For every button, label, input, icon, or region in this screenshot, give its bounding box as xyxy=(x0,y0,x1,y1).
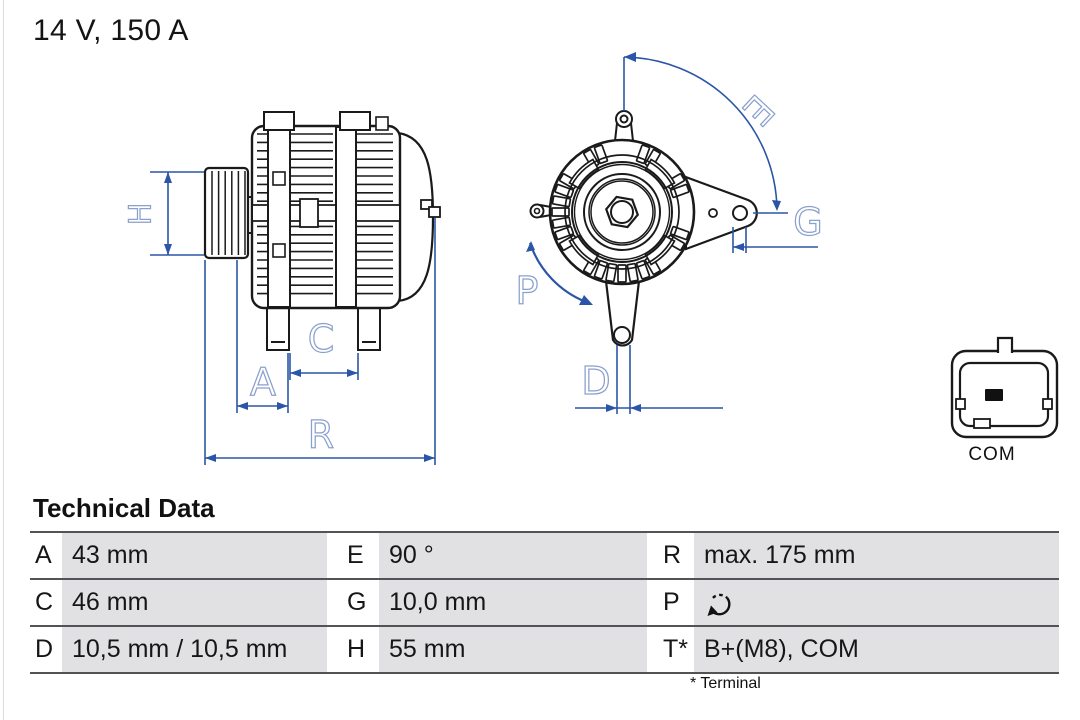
dim-value: 43 mm xyxy=(62,533,327,578)
technical-data-table: A 43 mm E 90 ° R max. 175 mm C 46 mm G 1… xyxy=(30,531,1059,674)
dim-value: 10,5 mm / 10,5 mm xyxy=(62,627,327,672)
b-plus-terminal xyxy=(420,199,433,210)
dim-value: max. 175 mm xyxy=(694,533,1059,578)
dim-key: H xyxy=(327,627,379,672)
technical-drawing: H A C R xyxy=(123,52,1059,465)
rotation-direction-icon xyxy=(707,593,731,616)
shaft-nut-hex xyxy=(604,195,640,229)
pulley-ribs xyxy=(211,171,246,255)
dim-value: B+(M8), COM xyxy=(694,627,1059,672)
dim-label-g: G xyxy=(793,200,822,244)
connector-drawing xyxy=(950,336,1059,439)
dim-key: R xyxy=(647,533,694,578)
dim-key: D xyxy=(30,627,62,672)
dim-value: 46 mm xyxy=(62,580,327,625)
dim-label-p: P xyxy=(516,269,539,313)
front-view-dimensions xyxy=(528,56,818,414)
terminal-footnote: * Terminal xyxy=(690,675,761,692)
dim-label-r: R xyxy=(308,413,334,457)
dim-label-a: A xyxy=(250,360,276,404)
connector-label: COM xyxy=(968,444,1015,465)
dim-label-d: D xyxy=(581,359,610,403)
rotation-direction-cell xyxy=(694,580,1059,625)
side-view-dimension-arrows xyxy=(164,172,435,462)
front-view-dimension-arrows xyxy=(526,52,781,412)
table-row: A 43 mm E 90 ° R max. 175 mm xyxy=(30,531,1059,578)
dim-label-c: C xyxy=(308,317,335,361)
side-view-drawing xyxy=(203,111,441,351)
dim-key: G xyxy=(327,580,379,625)
product-rating-title: 14 V, 150 A xyxy=(33,14,189,47)
connector-pin xyxy=(985,389,1003,401)
dim-key: E xyxy=(327,533,379,578)
dim-key: P xyxy=(647,580,694,625)
dim-label-e: E xyxy=(734,86,783,134)
table-row: C 46 mm G 10,0 mm P xyxy=(30,578,1059,625)
table-row: D 10,5 mm / 10,5 mm H 55 mm T* B+(M8), C… xyxy=(30,625,1059,674)
front-view-drawing xyxy=(529,110,758,347)
dim-key: C xyxy=(30,580,62,625)
page-left-edge xyxy=(3,0,4,720)
dim-key: A xyxy=(30,533,62,578)
dim-value: 55 mm xyxy=(379,627,647,672)
dim-label-h: H xyxy=(124,203,159,226)
dim-key: T* xyxy=(647,627,694,672)
dim-value: 90 ° xyxy=(379,533,647,578)
dim-value: 10,0 mm xyxy=(379,580,647,625)
section-heading: Technical Data xyxy=(33,493,215,523)
